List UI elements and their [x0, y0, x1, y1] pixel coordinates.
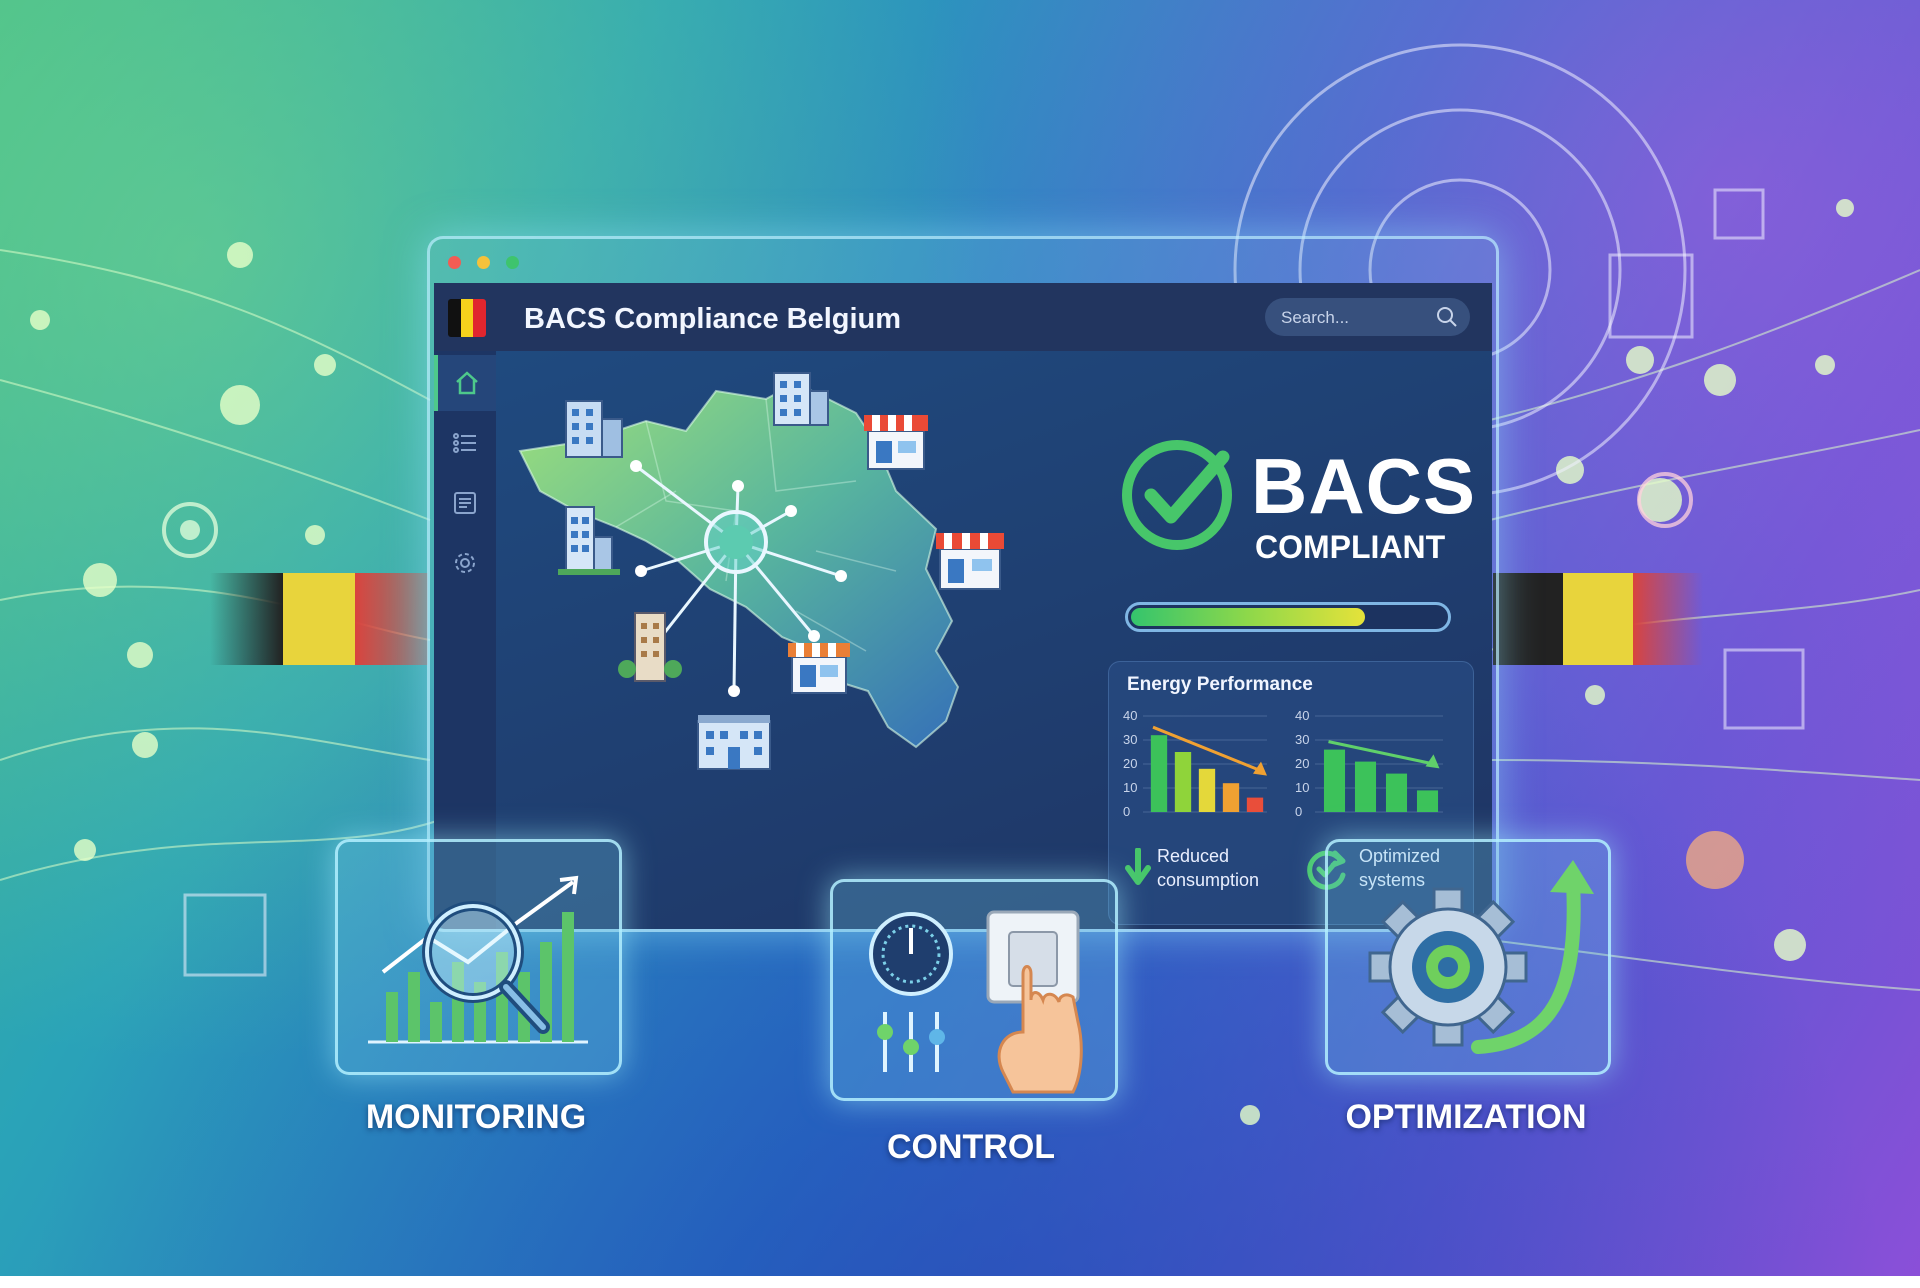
list-icon — [453, 433, 476, 453]
stat-reduced-consumption: Reduced consumption — [1157, 844, 1259, 892]
minimize-window-dot[interactable] — [477, 256, 490, 269]
close-window-dot[interactable] — [448, 256, 461, 269]
chart-tick-label: 30 — [1123, 732, 1137, 747]
sidebar-item-documents[interactable] — [434, 475, 496, 531]
stat-label-line: Reduced — [1157, 846, 1230, 866]
compliance-subline: COMPLIANT — [1255, 529, 1446, 565]
chart-bar — [1174, 752, 1192, 812]
stat-label-line: systems — [1359, 870, 1426, 890]
gear-arrow-icon — [1368, 860, 1594, 1054]
trend-arrow-head — [1253, 761, 1267, 776]
belgium-map — [518, 372, 1004, 770]
tower-building-icon — [618, 612, 682, 682]
compliance-progress-bar — [1125, 602, 1451, 632]
office-building-icon — [697, 715, 771, 770]
main-panel: BACS COMPLIANT Energy Performance 0 10 20 3… — [496, 351, 1492, 929]
chart-bar — [1323, 749, 1346, 812]
chart-bar — [1198, 768, 1216, 812]
office-building-icon — [773, 372, 829, 426]
monitoring-card[interactable] — [335, 839, 622, 1075]
window-controls — [448, 256, 519, 269]
chart-tick-label: 40 — [1123, 708, 1137, 723]
chart-tick-label: 10 — [1295, 780, 1309, 795]
bottom-strip — [0, 1276, 1920, 1288]
stat-label-line: consumption — [1157, 870, 1260, 890]
optimization-label: OPTIMIZATION — [1345, 1098, 1587, 1136]
gear-icon — [455, 553, 475, 573]
search-input[interactable]: Search... — [1281, 308, 1350, 327]
chart-tick-label: 10 — [1123, 780, 1137, 795]
stat-label-line: Optimized — [1359, 846, 1441, 866]
app-title: BACS Compliance Belgium — [524, 303, 902, 335]
search-box[interactable]: Search... — [1265, 298, 1470, 336]
app-window: BACS Compliance Belgium Search... — [427, 236, 1499, 932]
switch-hand-icon — [869, 910, 1083, 1094]
chart-bar — [1354, 761, 1377, 812]
search-icon[interactable] — [1436, 306, 1458, 328]
chart-bar — [1385, 773, 1408, 812]
belgian-flag-icon — [448, 299, 486, 337]
chart-bar — [1150, 735, 1168, 812]
chart-tick-label: 40 — [1295, 708, 1309, 723]
shop-icon — [864, 415, 928, 470]
energy-charts: 0 10 20 30 40 0 10 20 30 40 — [1123, 708, 1443, 819]
sidebar-item-settings[interactable] — [434, 535, 496, 591]
sidebar-item-list[interactable] — [434, 415, 496, 471]
chart-tick-label: 0 — [1123, 804, 1130, 819]
stat-optimized-systems: Optimized systems — [1359, 844, 1440, 892]
app-content: BACS Compliance Belgium Search... — [434, 283, 1492, 929]
trend-arrow — [1152, 725, 1264, 773]
compliance-progress-fill — [1131, 608, 1365, 626]
sidebar-item-home[interactable] — [434, 355, 496, 411]
control-label: CONTROL — [886, 1128, 1056, 1166]
belgian-flag-band-right — [1493, 573, 1703, 665]
monitoring-label: MONITORING — [365, 1098, 587, 1136]
chart-tick-label: 30 — [1295, 732, 1309, 747]
chart-bar — [1416, 790, 1439, 812]
magnifier-chart-icon — [368, 875, 588, 1044]
shop-icon — [788, 643, 850, 694]
maximize-window-dot[interactable] — [506, 256, 519, 269]
home-icon — [456, 371, 478, 395]
energy-panel-title: Energy Performance — [1127, 674, 1313, 695]
top-bar: BACS Compliance Belgium Search... — [434, 283, 1492, 352]
compliant-check-icon — [1122, 440, 1232, 550]
arrow-down-icon — [1125, 848, 1151, 885]
energy-performance-panel: Energy Performance 0 10 20 30 40 0 10 20 30 40 Re… — [1108, 661, 1474, 925]
sidebar — [434, 351, 497, 929]
shop-icon — [936, 533, 1004, 590]
chart-bar — [1246, 797, 1264, 812]
chart-tick-label: 0 — [1295, 804, 1302, 819]
trend-arrow — [1328, 740, 1436, 766]
chart-bar — [1222, 783, 1240, 812]
optimization-card[interactable] — [1325, 839, 1611, 1075]
chart-tick-label: 20 — [1295, 756, 1309, 771]
control-card[interactable] — [830, 879, 1118, 1101]
document-icon — [454, 492, 476, 514]
office-building-icon — [565, 400, 623, 458]
trend-arrow-head — [1425, 754, 1440, 769]
chart-tick-label: 20 — [1123, 756, 1137, 771]
compliance-headline: BACS — [1251, 442, 1477, 530]
office-building-icon — [558, 506, 620, 575]
belgian-flag-band-left — [210, 573, 429, 665]
